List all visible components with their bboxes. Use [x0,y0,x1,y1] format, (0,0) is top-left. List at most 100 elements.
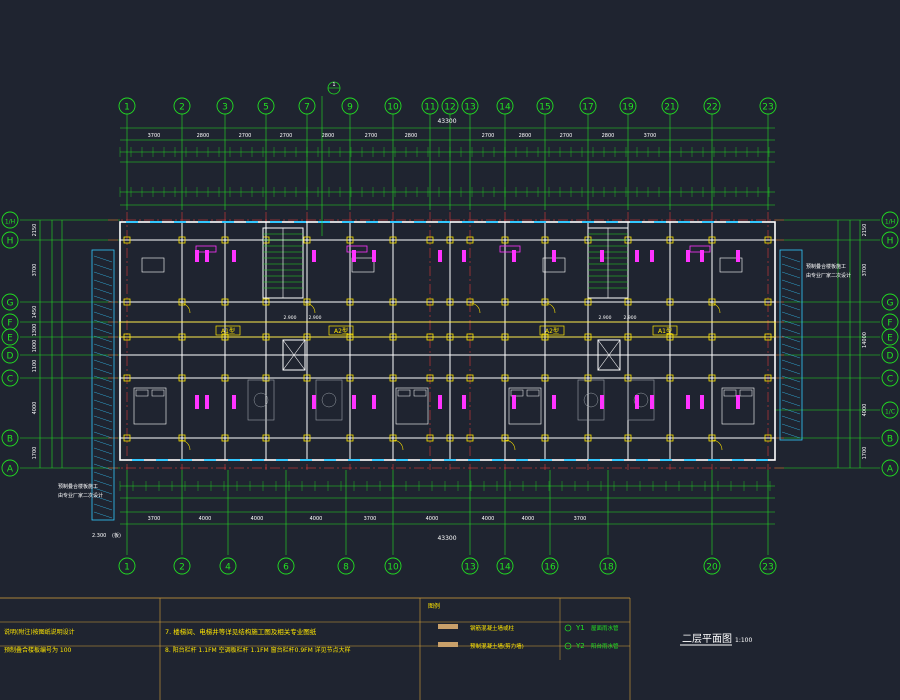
right-axis-4: E [887,334,893,344]
column [666,434,674,442]
right-axis-0-circle [881,211,899,229]
kitchen-mark-0 [195,250,199,262]
legend-code-1: Y2 [575,642,585,650]
balcony-hatch [93,279,113,287]
column [303,236,311,244]
column [584,298,592,306]
top-axis-0: 1 [124,103,130,113]
column [426,236,434,244]
bottom-axis-7-circle [496,557,514,575]
door-swing-3 [544,302,556,314]
column [123,298,131,306]
top-axis-11-circle [536,97,554,115]
column [764,298,772,306]
left-dim-0: 2150 [32,224,38,237]
door-swing-0 [179,302,191,314]
left-axis-7: B [7,435,13,445]
right-axis-6: C [887,375,893,385]
right-axis-1-circle [881,231,899,249]
column [466,298,474,306]
column [624,298,632,306]
wardrobe-0 [195,395,199,409]
left-axis-8: A [7,465,14,475]
pillow [526,389,540,397]
left-dim-3: 1300 [32,324,38,337]
column [123,374,131,382]
wardrobe-1 [205,395,209,409]
column [708,374,716,382]
elevator-shaft-1 [597,339,621,371]
top-axis-0-circle [118,97,136,115]
balcony-hatch [93,271,113,279]
wardrobe-2 [232,395,236,409]
balcony-hatch [93,399,113,407]
right-axis-0: 1/H [885,219,895,226]
column [446,374,454,382]
top-axis-7: 11 [424,103,435,113]
top-axis-8-circle [441,97,459,115]
right-axis-1: H [887,237,894,247]
top-axis-3-circle [257,97,275,115]
bottom-axis-4: 8 [343,563,349,573]
balcony-hatch [781,415,801,423]
wardrobe-13 [686,395,690,409]
elevation-tag-3: 2.900 [624,315,637,321]
bottom-axis-9-circle [599,557,617,575]
balcony-hatch [781,287,801,295]
right-axis-7-circle [881,401,899,419]
column [666,298,674,306]
kitchen-mark-13 [686,250,690,262]
top-axis-10-circle [496,97,514,115]
balcony-hatch [781,335,801,343]
left-axis-6-circle [1,369,19,387]
counter-3 [689,245,711,253]
balcony-hatch [93,255,113,263]
wardrobe-10 [600,395,604,409]
bed-3 [721,387,755,425]
right-axis-9: A [887,465,894,475]
balcony-hatch [93,303,113,311]
column [501,298,509,306]
column [389,298,397,306]
balcony-hatch [93,431,113,439]
left-axis-0-circle [1,211,19,229]
top-axis-16-circle [759,97,777,115]
kitchen-mark-6 [438,250,442,262]
bed-0 [133,387,167,425]
door-swing-7 [504,439,516,451]
dining-table-3 [719,257,743,273]
bottom-seg-dim-2: 4000 [251,516,264,522]
top-seg-dim-5: 2700 [365,133,378,139]
column [221,236,229,244]
kitchen-mark-11 [635,250,639,262]
top-axis-15-circle [703,97,721,115]
balcony-hatch [93,319,113,327]
pillow [723,389,737,397]
balcony-hatch [93,343,113,351]
bottom-axis-3-circle [277,557,295,575]
column [123,434,131,442]
column [303,298,311,306]
top-axis-11: 15 [539,103,550,113]
left-axis-2-circle [1,293,19,311]
bed-1 [395,387,429,425]
column [178,374,186,382]
column [346,236,354,244]
column [446,236,454,244]
balcony-hatch [93,511,113,519]
bottom-axis-8-circle [541,557,559,575]
right-axis-6-circle [881,369,899,387]
left-balcony [91,249,115,521]
right-dim-1: 3700 [862,264,868,277]
right-slab-note-sub: 由专业厂家二次设计 [806,272,851,279]
top-axis-5: 9 [347,103,353,113]
left-slab-note-sub: 由专业厂家二次设计 [58,492,103,499]
bottom-seg-dim-5: 4000 [426,516,439,522]
top-axis-6-circle [384,97,402,115]
balcony-hatch [93,479,113,487]
legend-heading: 图例 [428,602,440,610]
notes-right-0: 7. 楼梯间、电梯井等详见结构施工图及相关专业图纸 [165,627,317,636]
column [446,298,454,306]
coffee-table [633,392,649,408]
balcony-hatch [781,263,801,271]
